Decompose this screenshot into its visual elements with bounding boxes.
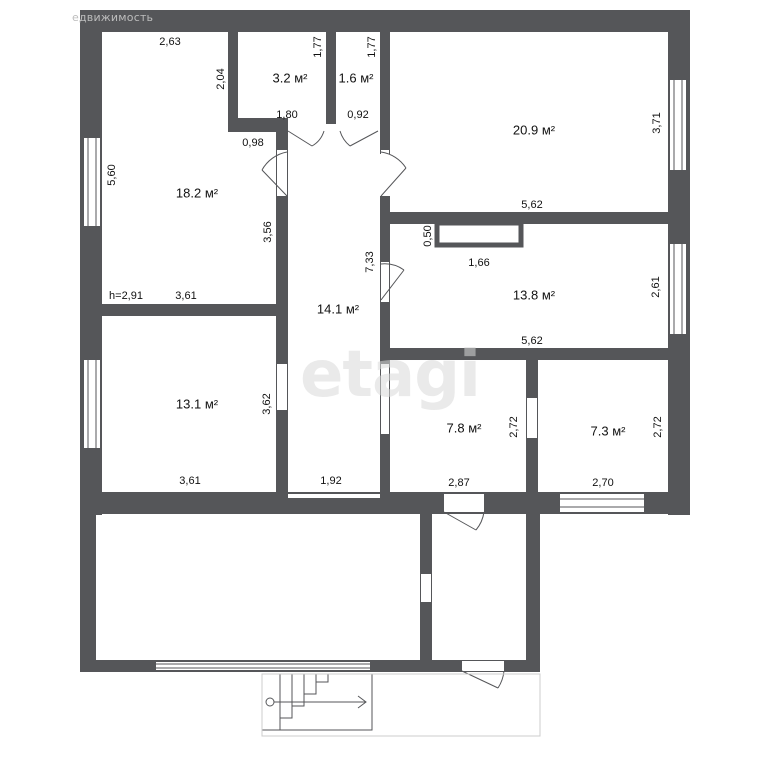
porch-landing xyxy=(261,673,541,737)
wardrobe-niche xyxy=(434,220,524,248)
area-room-13-1: 13.1 м² xyxy=(175,396,219,412)
dim-2-72-b: 2,72 xyxy=(652,416,664,438)
veranda-wall-right xyxy=(526,514,540,672)
door-opening-veranda-partition xyxy=(421,574,431,602)
door-swing-entry xyxy=(443,511,485,531)
area-room-13-8: 13.8 м² xyxy=(512,287,556,303)
dim-5-62-mid: 5,62 xyxy=(521,335,543,347)
window-veranda-bottom xyxy=(156,662,370,670)
door-swing-storage-a xyxy=(287,130,325,147)
dim-1-92: 1,92 xyxy=(320,475,342,487)
dim-5-62-top: 5,62 xyxy=(521,199,543,211)
dim-3-56: 3,56 xyxy=(262,221,274,243)
area-room-18-2: 18.2 м² xyxy=(175,185,219,201)
dim-3-71: 3,71 xyxy=(651,112,663,134)
window-bottom-small-room xyxy=(560,494,644,512)
door-opening-small-rooms xyxy=(527,398,537,438)
door-opening-storage-a xyxy=(288,119,324,131)
wall-storage-right xyxy=(380,28,390,154)
windows xyxy=(84,80,686,670)
dim-h-2-91: h=2,91 xyxy=(109,290,143,302)
dim-3-61-bottom: 3,61 xyxy=(179,475,201,487)
window-right-upper xyxy=(670,80,686,170)
dim-2-87: 2,87 xyxy=(448,477,470,489)
window-right-middle xyxy=(670,244,686,334)
door-opening-20-9 xyxy=(381,150,389,196)
dim-1-80: 1,80 xyxy=(276,109,298,121)
door-opening-storage-b xyxy=(340,119,378,131)
dim-3-62: 3,62 xyxy=(261,393,273,415)
watermark-logo: etagi xyxy=(300,338,481,412)
dim-2-63: 2,63 xyxy=(159,36,181,48)
area-storage-3-2: 3.2 м² xyxy=(272,70,308,86)
dim-0-98: 0,98 xyxy=(242,137,264,149)
outer-wall-top xyxy=(80,10,690,32)
dim-5-60: 5,60 xyxy=(106,164,118,186)
dim-0-92: 0,92 xyxy=(347,109,369,121)
door-swing-13-8 xyxy=(380,263,405,301)
dim-7-33: 7,33 xyxy=(364,251,376,273)
door-swing-18-2 xyxy=(261,151,288,197)
door-opening-18-2 xyxy=(277,150,287,196)
area-room-20-9: 20.9 м² xyxy=(512,122,556,138)
dim-1-77-b: 1,77 xyxy=(366,36,378,58)
dim-3-61-top: 3,61 xyxy=(175,290,197,302)
doors xyxy=(261,119,537,689)
wall-storage-bottom xyxy=(228,118,288,132)
area-hall-14-1: 14.1 м² xyxy=(316,301,360,317)
area-room-7-8: 7.8 м² xyxy=(446,420,482,436)
outer-wall-bottom xyxy=(80,492,690,514)
wall-storage-left xyxy=(228,28,238,124)
window-left-upper xyxy=(84,138,100,226)
wall-left-mid xyxy=(96,304,282,316)
wall-right-upper xyxy=(386,212,670,224)
door-opening-7-8 xyxy=(381,364,389,434)
dim-1-77-a: 1,77 xyxy=(312,36,324,58)
door-opening-13-1 xyxy=(277,364,287,410)
brand-caption: едвижимость xyxy=(72,11,154,24)
wall-storage-middle xyxy=(326,28,336,124)
door-opening-13-8 xyxy=(381,262,389,302)
wall-corridor-right xyxy=(380,196,390,496)
veranda-wall-left xyxy=(80,492,96,672)
porch-stairs xyxy=(261,673,373,731)
dim-2-72-a: 2,72 xyxy=(508,416,520,438)
dim-2-61: 2,61 xyxy=(650,276,662,298)
door-swing-storage-b xyxy=(339,130,379,147)
dim-2-04: 2,04 xyxy=(215,68,227,90)
door-opening-corridor-veranda xyxy=(288,494,380,498)
dim-2-70: 2,70 xyxy=(592,477,614,489)
door-opening-exterior xyxy=(462,661,504,671)
dim-1-66: 1,66 xyxy=(468,257,490,269)
wall-right-mid xyxy=(386,348,670,360)
door-opening-entry xyxy=(444,494,484,512)
window-left-lower xyxy=(84,360,100,448)
door-swing-20-9 xyxy=(380,151,407,197)
area-storage-1-6: 1.6 м² xyxy=(338,70,374,86)
area-room-7-3: 7.3 м² xyxy=(590,423,626,439)
dim-0-50: 0,50 xyxy=(422,225,434,247)
